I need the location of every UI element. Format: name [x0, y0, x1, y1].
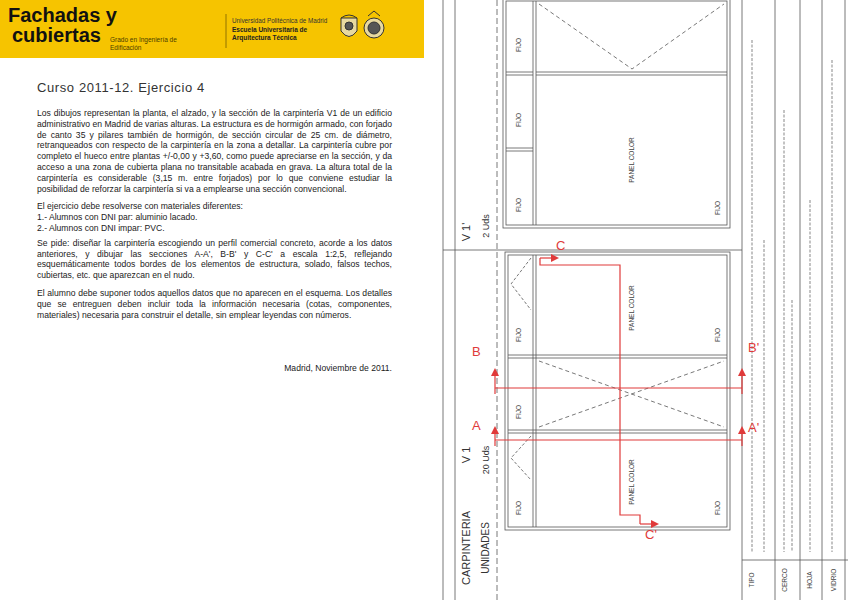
- statement-paragraph: Los dibujos representan la planta, el al…: [37, 108, 392, 194]
- place-date: Madrid, Noviembre de 2011.: [200, 363, 392, 373]
- header-band: [0, 0, 424, 58]
- table-heading: HOJA: [807, 571, 814, 588]
- logo-title: cubiertas: [12, 23, 101, 47]
- statement-paragraph: El alumno debe suponer todos aquellos da…: [37, 288, 392, 320]
- unit-count: 20 Uds: [482, 446, 491, 475]
- logo-title: Fachadas y: [8, 3, 117, 27]
- section-letter: A: [472, 418, 481, 434]
- school-name: Escuela Universitaria de Arquitectura Té…: [232, 26, 332, 42]
- table-heading: CERCO: [782, 568, 789, 591]
- pane-label: PANEL COLOR: [629, 459, 636, 505]
- unit-count: 2 Uds: [482, 214, 491, 238]
- section-letter: A': [748, 420, 759, 436]
- window-code: V 1: [461, 447, 472, 464]
- sheet-header: UNIDADES: [481, 522, 491, 574]
- carpentry-sheet: [443, 0, 848, 600]
- header-divider: [226, 14, 227, 48]
- pane-label: FIJO: [516, 405, 523, 419]
- statement-column: Los dibujos representan la planta, el al…: [37, 108, 392, 320]
- window-code: V 1': [461, 223, 472, 242]
- pane-label: FIJO: [516, 328, 523, 342]
- pane-label: FIJO: [715, 501, 722, 515]
- section-letter: C': [645, 527, 657, 543]
- pane-label: PANEL COLOR: [629, 137, 636, 183]
- sheet-header: CARPINTERIA: [461, 511, 472, 585]
- window-v1: [505, 252, 730, 530]
- pane-label: FIJO: [516, 38, 523, 52]
- pane-label: FIJO: [715, 328, 722, 342]
- pane-label: FIJO: [516, 501, 523, 515]
- statement-paragraph: Se pide: diseñar la carpintería escogien…: [37, 238, 392, 281]
- statement-item: 2.- Alumnos con DNI impar: PVC.: [37, 223, 392, 234]
- university-crest: [341, 15, 357, 37]
- section-marks: [495, 258, 742, 524]
- window-v1-prime: [503, 0, 730, 228]
- section-letter: B': [748, 340, 759, 356]
- pane-label: FIJO: [516, 198, 523, 212]
- university-name: Universidad Politécnica de Madrid: [232, 17, 336, 25]
- section-letter: C: [556, 238, 565, 254]
- degree-name: Grado en Ingeniería de Edificación: [110, 36, 190, 52]
- table-heading: VIDRIO: [831, 569, 838, 591]
- pane-label: PANEL COLOR: [629, 285, 636, 331]
- section-letter: B: [472, 344, 481, 360]
- table-heading: TIPO: [749, 572, 756, 587]
- statement-item: 1.- Alumnos con DNI par: aluminio lacado…: [37, 212, 392, 223]
- section-arrowheads: [491, 254, 746, 528]
- pane-label: FIJO: [516, 113, 523, 127]
- exercise-title: Curso 2011-12. Ejercicio 4: [37, 80, 205, 96]
- specification-text-lines: [752, 40, 832, 552]
- school-crest: [364, 11, 384, 38]
- pane-label: FIJO: [715, 201, 722, 215]
- statement-paragraph: El ejercicio debe resolverse con materia…: [37, 201, 392, 212]
